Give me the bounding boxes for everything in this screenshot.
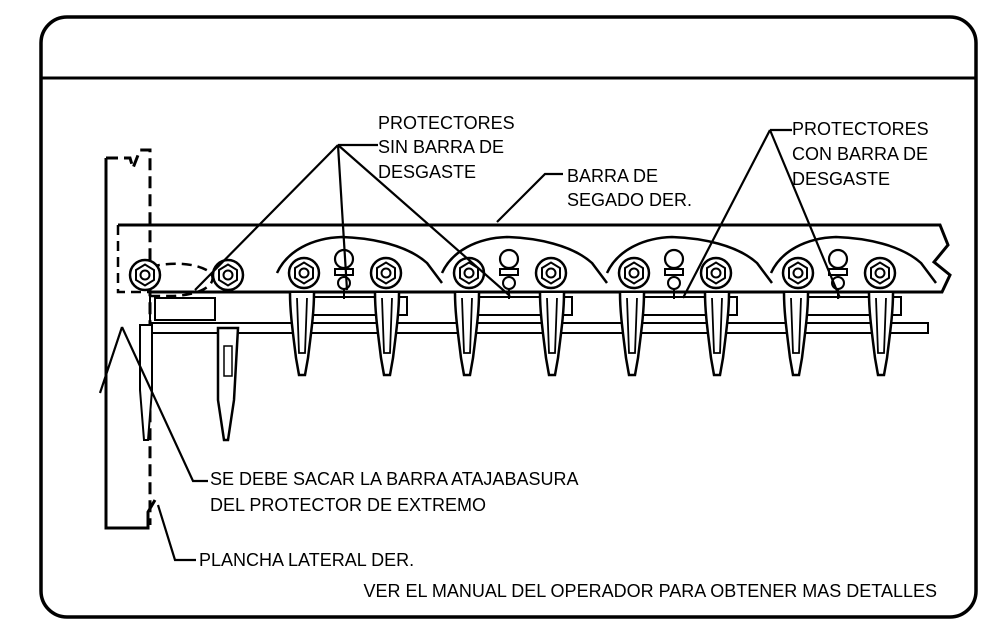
guard-assembly — [771, 237, 936, 375]
svg-text:DEL PROTECTOR DE EXTREMO: DEL PROTECTOR DE EXTREMO — [210, 495, 486, 515]
svg-text:DESGASTE: DESGASTE — [792, 169, 890, 189]
guard-assembly — [607, 237, 772, 375]
svg-text:BARRA DE: BARRA DE — [567, 166, 658, 186]
end-guard — [128, 258, 245, 442]
frame-border — [39, 15, 978, 619]
svg-text:SE DEBE SACAR LA BARRA ATAJABA: SE DEBE SACAR LA BARRA ATAJABASURA — [210, 469, 578, 489]
svg-text:PROTECTORES: PROTECTORES — [792, 119, 929, 139]
leader-lines — [98, 128, 842, 562]
svg-text:SIN BARRA DE: SIN BARRA DE — [378, 137, 504, 157]
svg-text:SEGADO DER.: SEGADO DER. — [567, 190, 692, 210]
label-remove-trash-bar: SE DEBE SACAR LA BARRA ATAJABASURA DEL P… — [210, 469, 578, 515]
guard-assembly — [277, 237, 442, 375]
label-cutterbar: BARRA DE SEGADO DER. — [567, 166, 692, 210]
svg-text:DESGASTE: DESGASTE — [378, 162, 476, 182]
footer-note: VER EL MANUAL DEL OPERADOR PARA OBTENER … — [364, 581, 938, 601]
svg-text:CON BARRA DE: CON BARRA DE — [792, 144, 928, 164]
label-side-sheet: PLANCHA LATERAL DER. — [199, 550, 414, 570]
side-sheet — [104, 148, 157, 530]
label-guards-with-wear-bar: PROTECTORES CON BARRA DE DESGASTE — [792, 119, 929, 189]
svg-text:PROTECTORES: PROTECTORES — [378, 113, 515, 133]
label-guards-without-wear-bar: PROTECTORES SIN BARRA DE DESGASTE — [378, 113, 515, 182]
